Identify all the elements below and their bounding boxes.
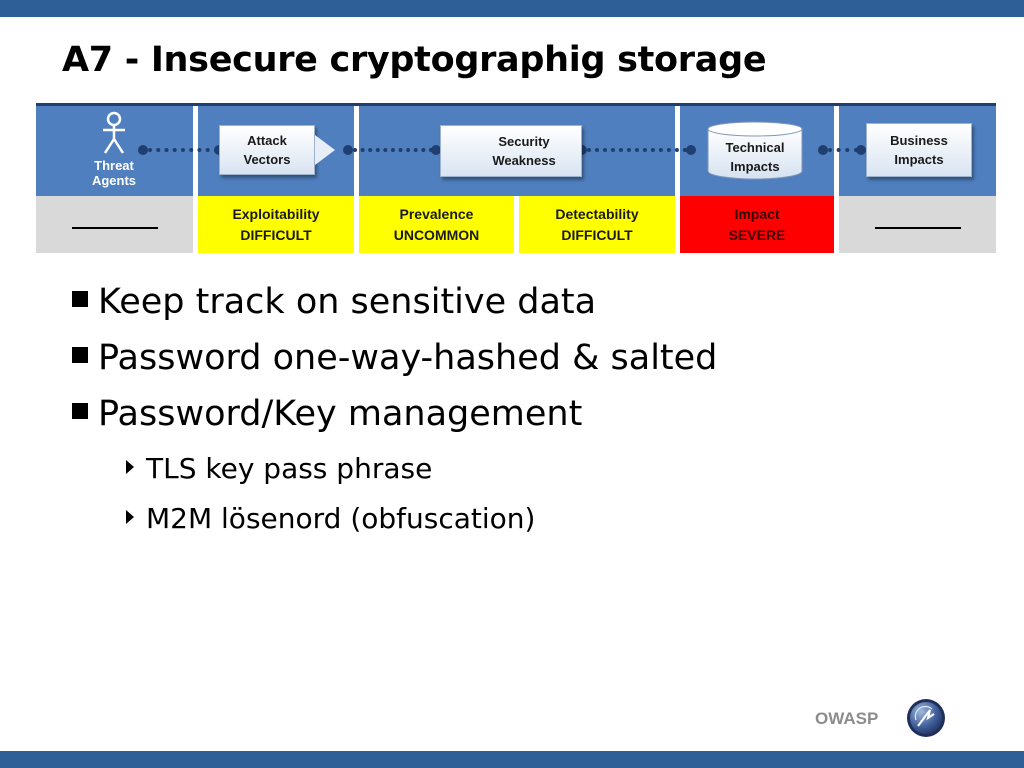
bullet-text: Keep track on sensitive data [98, 282, 597, 322]
impact-value: SEVERE [728, 226, 786, 243]
square-bullet-icon [72, 291, 88, 307]
bullet-text: Password one-way-hashed & salted [98, 338, 718, 378]
database-icon [707, 121, 803, 180]
prevalence-value: UNCOMMON [393, 226, 480, 243]
column-separator [193, 106, 198, 253]
arrow-right-icon [315, 135, 335, 165]
stick-figure-icon [103, 111, 125, 154]
security-weakness-box: Security Weakness [440, 125, 582, 177]
bullet-item: Keep track on sensitive data [72, 282, 596, 322]
connector-dot [856, 145, 866, 155]
attack-vectors-box: Attack Vectors [219, 125, 315, 175]
technical-impacts-line2: Impacts [730, 159, 780, 174]
column-separator [834, 106, 839, 253]
connector-dot [138, 145, 148, 155]
dotted-connector [587, 148, 687, 152]
empty-dash [71, 226, 158, 229]
detectability-cell: Detectability DIFFICULT [519, 196, 675, 253]
technical-impacts-line1: Technical [725, 140, 785, 155]
impact-label: Impact [734, 205, 780, 222]
bullet-text: Password/Key management [98, 394, 583, 434]
exploitability-label: Exploitability [232, 205, 320, 222]
square-bullet-icon [72, 347, 88, 363]
connector-dot [343, 145, 353, 155]
bullet-item: Password/Key management [72, 394, 582, 434]
dotted-connector [353, 148, 433, 152]
exploitability-value: DIFFICULT [240, 226, 312, 243]
detectability-label: Detectability [555, 205, 639, 222]
threat-agents-label-line1: Threat [94, 158, 134, 173]
prevalence-label: Prevalence [399, 205, 474, 222]
sub-bullet-text: TLS key pass phrase [146, 452, 433, 485]
sub-bullet-item: M2M lösenord (obfuscation) [126, 502, 535, 535]
table-top-border [36, 103, 996, 106]
business-impacts-box: Business Impacts [866, 123, 972, 177]
square-bullet-icon [72, 403, 88, 419]
connector-dot [686, 145, 696, 155]
risk-rating-table: Threat Agents Attack Vectors Security We… [36, 103, 996, 253]
sub-bullet-text: M2M lösenord (obfuscation) [146, 502, 536, 535]
prevalence-cell: Prevalence UNCOMMON [359, 196, 514, 253]
security-weakness-line1: Security [498, 134, 550, 149]
connector-dot [577, 145, 587, 155]
business-impacts-line1: Business [890, 133, 948, 148]
bullet-item: Password one-way-hashed & salted [72, 338, 717, 378]
attack-vectors-line1: Attack [247, 133, 287, 148]
business-impacts-rating [839, 196, 996, 253]
detectability-value: DIFFICULT [561, 226, 633, 243]
threat-agents-label-line2: Agents [91, 173, 137, 188]
slide-title: A7 - Insecure cryptographig storage [62, 40, 767, 80]
column-separator [354, 106, 359, 253]
dotted-connector [828, 148, 858, 152]
sub-bullet-item: TLS key pass phrase [126, 452, 432, 485]
threat-agents: Threat Agents [84, 111, 144, 188]
connector-dot [818, 145, 828, 155]
security-weakness-line2: Weakness [492, 153, 556, 168]
owasp-logo-icon [907, 699, 945, 737]
impact-cell: Impact SEVERE [680, 196, 834, 253]
cell-separator [514, 196, 519, 253]
connector-dot [431, 145, 441, 155]
technical-impacts-cylinder: Technical Impacts [706, 121, 804, 180]
column-separator [675, 106, 680, 253]
threat-agents-rating [36, 196, 193, 253]
bottom-accent-bar [0, 751, 1024, 768]
business-impacts-line2: Impacts [894, 152, 944, 167]
triangle-bullet-icon [126, 460, 134, 474]
triangle-bullet-icon [126, 510, 134, 524]
attack-vectors-line2: Vectors [243, 152, 291, 167]
empty-dash [874, 226, 961, 229]
exploitability-cell: Exploitability DIFFICULT [198, 196, 354, 253]
owasp-brand-text: OWASP [815, 709, 879, 728]
top-accent-bar [0, 0, 1024, 17]
dotted-connector [148, 148, 218, 152]
